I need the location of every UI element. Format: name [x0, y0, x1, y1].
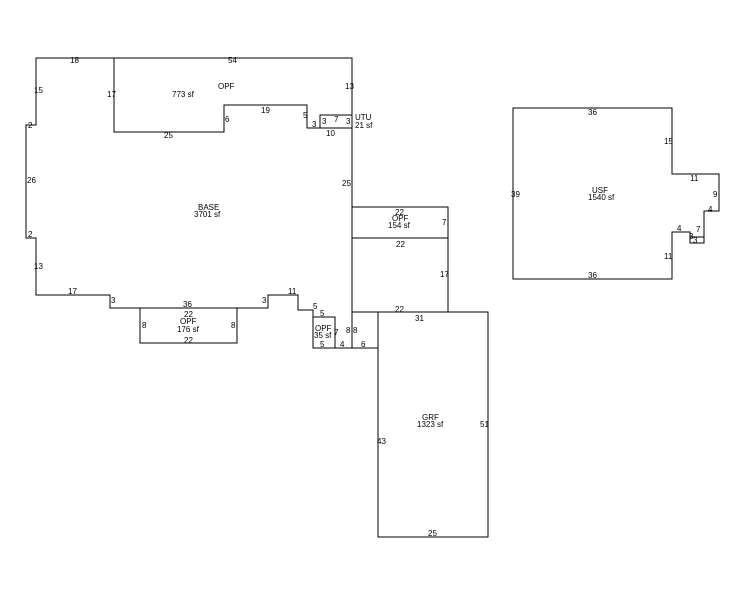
- dim-label: 13: [345, 82, 354, 91]
- usf-size: 1540 sf: [588, 193, 615, 202]
- dim-label: 36: [588, 108, 597, 117]
- opf-top-size: 773 sf: [172, 90, 195, 99]
- base-outline: [25, 57, 379, 349]
- dim-label: 7: [696, 225, 701, 234]
- base-size: 3701 sf: [194, 210, 221, 219]
- dim-label: 31: [415, 314, 424, 323]
- opf-right-outline: [351, 206, 449, 239]
- utu-size: 21 sf: [355, 121, 373, 130]
- opf-small-size: 35 sf: [314, 331, 332, 340]
- dim-label: 8: [142, 321, 147, 330]
- dim-label: 11: [690, 174, 699, 183]
- dim-label: 4: [677, 224, 682, 233]
- grf-outline: [351, 311, 489, 538]
- dim-label: 5: [320, 309, 325, 318]
- utu-outline: [319, 114, 353, 129]
- dim-label: 25: [342, 179, 351, 188]
- opf-top-code: OPF: [218, 82, 235, 91]
- dim-label: 4: [340, 340, 345, 349]
- dim-label: 5: [320, 340, 325, 349]
- dim-label: 25: [428, 529, 437, 538]
- dim-label: 36: [183, 300, 192, 309]
- dim-label: 25: [164, 131, 173, 140]
- dim-label: 19: [261, 106, 270, 115]
- dim-label: 8: [346, 326, 351, 335]
- dim-label: 43: [377, 437, 386, 446]
- dim-label: 22: [396, 240, 405, 249]
- dim-label: 17: [107, 90, 116, 99]
- usf-outline: [512, 107, 720, 280]
- opf-small-code: OPF: [315, 324, 332, 333]
- dim-label: 18: [70, 56, 79, 65]
- dim-label: 3: [312, 120, 317, 129]
- opf-bottom-outline: [139, 307, 238, 344]
- dim-label: 54: [228, 56, 237, 65]
- dim-label: 5: [313, 302, 318, 311]
- dim-label: 36: [588, 271, 597, 280]
- dim-label: 11: [664, 252, 673, 261]
- dim-label: 22: [395, 305, 404, 314]
- dim-label: 7: [334, 115, 339, 124]
- dim-label: 3: [346, 117, 351, 126]
- dim-label: 3: [111, 296, 116, 305]
- dim-label: 7: [442, 218, 447, 227]
- dim-label: 51: [480, 420, 489, 429]
- dim-label: 39: [511, 190, 520, 199]
- opf-right-code: OPF: [392, 214, 409, 223]
- dim-label: 9: [713, 190, 718, 199]
- dim-label: 10: [326, 129, 335, 138]
- dim-label: 15: [664, 137, 673, 146]
- opf-bottom-size: 176 sf: [177, 325, 200, 334]
- dim-label: 4: [708, 205, 713, 214]
- dim-label: 3: [322, 117, 327, 126]
- grf-size: 1323 sf: [417, 420, 444, 429]
- dim-label: 7: [334, 328, 339, 337]
- dim-label: 17: [68, 287, 77, 296]
- base-code: BASE: [198, 203, 219, 212]
- opf-small-outline: [312, 316, 336, 349]
- dim-label: 11: [288, 287, 297, 296]
- dim-label: 6: [361, 340, 366, 349]
- dim-label: 2: [28, 121, 33, 130]
- grf-code: GRF: [422, 413, 439, 422]
- opf-bottom-code: OPF: [180, 317, 197, 326]
- dim-label: 17: [440, 270, 449, 279]
- opf-top-outline: [113, 57, 353, 133]
- dim-label: 15: [34, 86, 43, 95]
- dim-label: 3: [689, 232, 694, 241]
- usf-code: USF: [592, 186, 608, 195]
- dim-label: 2: [28, 230, 33, 239]
- dim-label: 8: [231, 321, 236, 330]
- dim-label: 26: [27, 176, 36, 185]
- dim-label: 6: [225, 115, 230, 124]
- dim-label: 13: [34, 262, 43, 271]
- utu-code: UTU: [355, 113, 372, 122]
- opf-right-size: 154 sf: [388, 221, 411, 230]
- dim-label: 5: [303, 111, 308, 120]
- dim-label: 22: [184, 336, 193, 345]
- dim-label: 3: [262, 296, 267, 305]
- dim-label: 22: [395, 208, 404, 217]
- dim-label: 3: [693, 236, 698, 245]
- dim-label: 22: [184, 310, 193, 319]
- dim-label: 8: [353, 326, 358, 335]
